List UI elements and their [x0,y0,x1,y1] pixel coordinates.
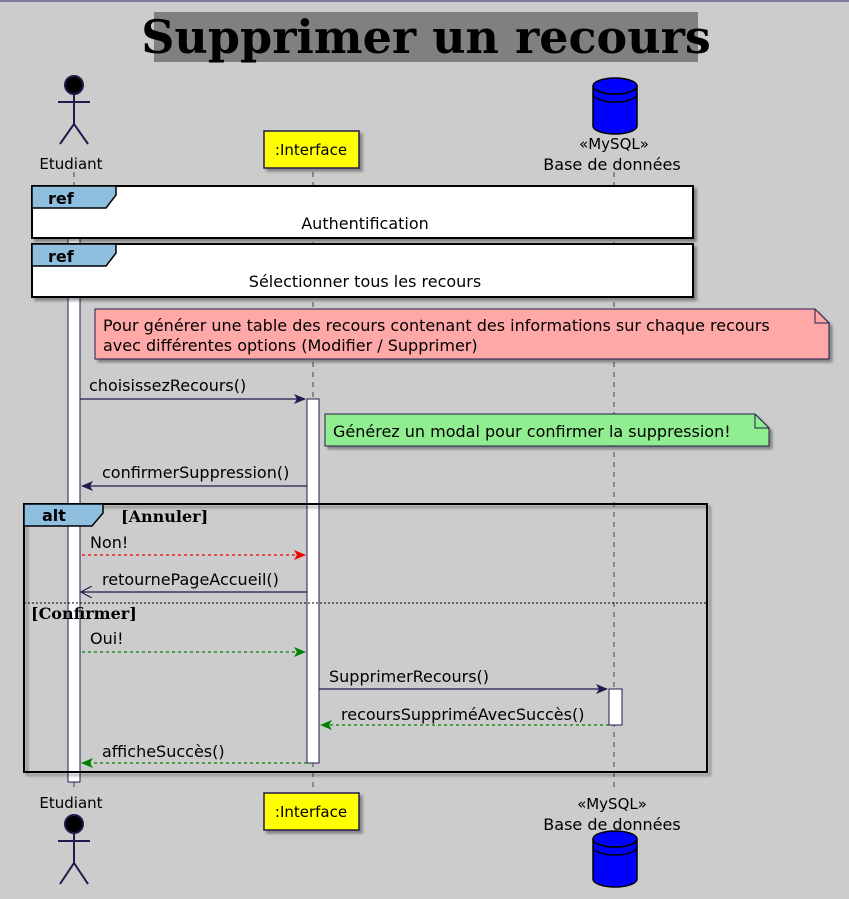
ref-tag-1: ref [48,189,75,208]
database-stereotype-top: «MySQL» [579,135,649,153]
note-green-text: Générez un modal pour confirmer la suppr… [333,422,731,441]
note-red-line1: Pour générer une table des recours conte… [103,316,770,335]
actor-stick-figure-icon-bottom [58,814,90,885]
message-choisissez-label: choisissezRecours() [89,376,246,395]
alt-frame [23,503,708,773]
ref-tag-2: ref [48,247,75,266]
activation-database [608,688,623,726]
database-name-bottom: Base de données [543,815,680,834]
message-non-label: Non! [90,533,128,552]
interface-name-bottom: :Interface [275,803,347,821]
message-retourne-label: retournePageAccueil() [102,570,279,589]
database-cylinder-icon-bottom [592,830,638,888]
message-affiche-label: afficheSuccès() [102,742,225,761]
interface-participant-bottom [263,792,360,831]
note-red [94,308,830,360]
activation-interface [306,398,320,764]
note-red-line2: avec différentes options (Modifier / Sup… [103,336,478,355]
interface-name-top: :Interface [275,141,347,159]
interface-participant-top [263,130,360,169]
ref-text-authentification: Authentification [301,214,429,233]
message-confirmer-label: confirmerSuppression() [102,463,289,482]
title-background [154,12,698,62]
alt-guard-annuler: [Annuler] [121,507,208,526]
ref-frame-selectionner [31,243,694,298]
alt-tag-background [23,503,104,527]
actor-name-bottom: Etudiant [39,794,102,812]
ref-tag-background-2 [31,243,117,267]
ref-tag-background-1 [31,185,117,209]
database-name-top: Base de données [543,155,680,174]
message-recours-supprime-label: recoursSuppriméAvecSuccès() [341,705,584,724]
diagram-title: Supprimer un recours [141,10,711,64]
actor-name-top: Etudiant [39,155,102,173]
note-green [324,413,770,447]
ref-text-selectionner: Sélectionner tous les recours [249,272,481,291]
message-oui-label: Oui! [90,629,124,648]
database-stereotype-bottom: «MySQL» [577,795,647,813]
actor-stick-figure-icon [58,75,90,145]
message-supprimer-label: SupprimerRecours() [329,667,489,686]
ref-frame-authentification [31,185,694,239]
alt-tag: alt [42,506,66,525]
alt-guard-confirmer: [Confirmer] [31,604,137,623]
database-cylinder-icon [592,77,638,135]
